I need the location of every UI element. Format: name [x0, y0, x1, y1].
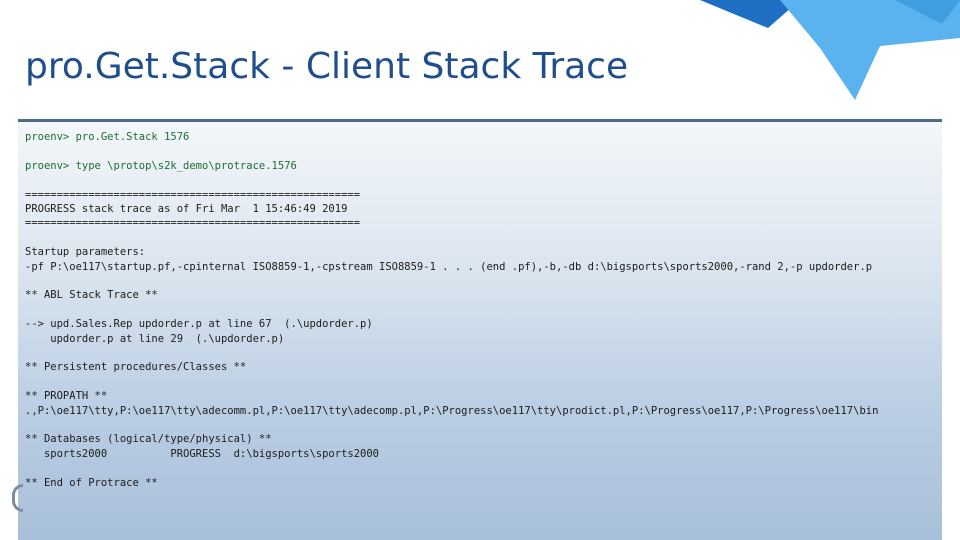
console-line-stack-frame-1: --> upd.Sales.Rep updorder.p at line 67 …	[25, 318, 373, 331]
console-line-prompt-1: proenv> pro.Get.Stack 1576	[25, 131, 190, 143]
console-line-blank	[25, 144, 938, 158]
console-line-prompt-2: proenv> type \protop\s2k_demo\protrace.1…	[25, 159, 297, 172]
decor-shard-mid	[895, 0, 960, 24]
console-line-databases-header: ** Databases (logical/type/physical) **	[25, 433, 272, 446]
console-line-startup-label: Startup parameters:	[25, 246, 146, 259]
console-line-persistent-header: ** Persistent procedures/Classes **	[25, 361, 247, 374]
console-line-separator: ========================================…	[25, 188, 361, 201]
console-line-end: ** End of Protrace **	[25, 476, 158, 489]
console-line-propath: .,P:\oe117\tty,P:\oe117\tty\adecomm.pl,P…	[25, 404, 879, 417]
console-output: proenv> pro.Get.Stack 1576 proenv> type \…	[25, 130, 938, 490]
console-line-blank	[25, 461, 938, 475]
console-line-startup-params: -pf P:\oe117\startup.pf,-cpinternal ISO8…	[25, 260, 873, 273]
decor-shard-dark	[700, 0, 800, 28]
console-line-separator: ========================================…	[25, 217, 361, 230]
console-line-blank	[25, 231, 938, 245]
console-line-stack-frame-2: updorder.p at line 29 (.\updorder.p)	[25, 332, 285, 345]
console-line-blank	[25, 173, 938, 187]
corner-decoration	[700, 0, 960, 100]
stack-trace-panel: proenv> pro.Get.Stack 1576 proenv> type \…	[18, 122, 942, 540]
console-line-blank	[25, 346, 938, 360]
title-divider	[18, 119, 942, 122]
console-line-blank	[25, 303, 938, 317]
console-line-blank	[25, 418, 938, 432]
partial-logo-icon	[12, 484, 23, 512]
decor-shard-light	[780, 0, 960, 100]
console-line-trace-header: PROGRESS stack trace as of Fri Mar 1 15:…	[25, 203, 348, 215]
console-line-database-entry: sports2000 PROGRESS d:\bigsports\sports2…	[25, 447, 380, 460]
console-line-abl-header: ** ABL Stack Trace **	[25, 289, 158, 302]
slide-title: pro.Get.Stack - Client Stack Trace	[25, 46, 629, 87]
console-line-blank	[25, 375, 938, 389]
console-line-blank	[25, 274, 938, 288]
console-line-propath-header: ** PROPATH **	[25, 390, 108, 403]
